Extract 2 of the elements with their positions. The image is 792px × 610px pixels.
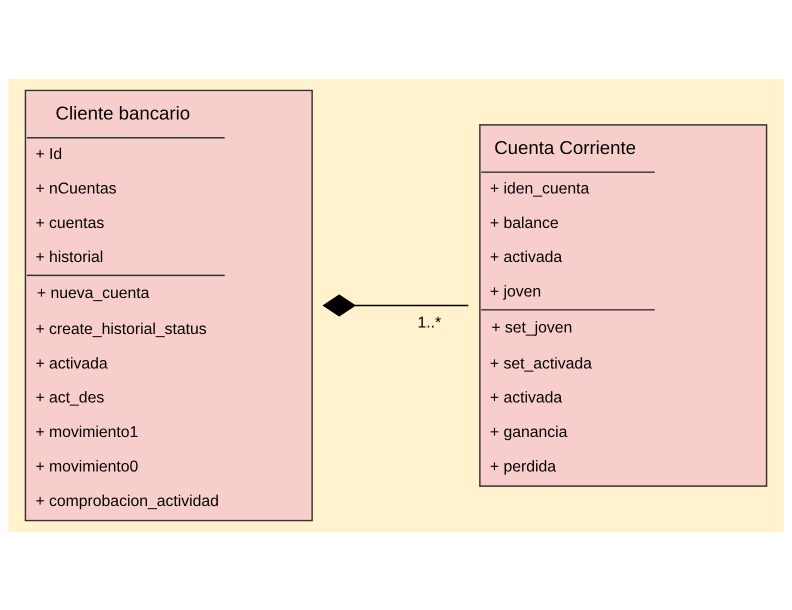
- connector: [322, 294, 468, 316]
- edge-label: 1..*: [418, 314, 442, 332]
